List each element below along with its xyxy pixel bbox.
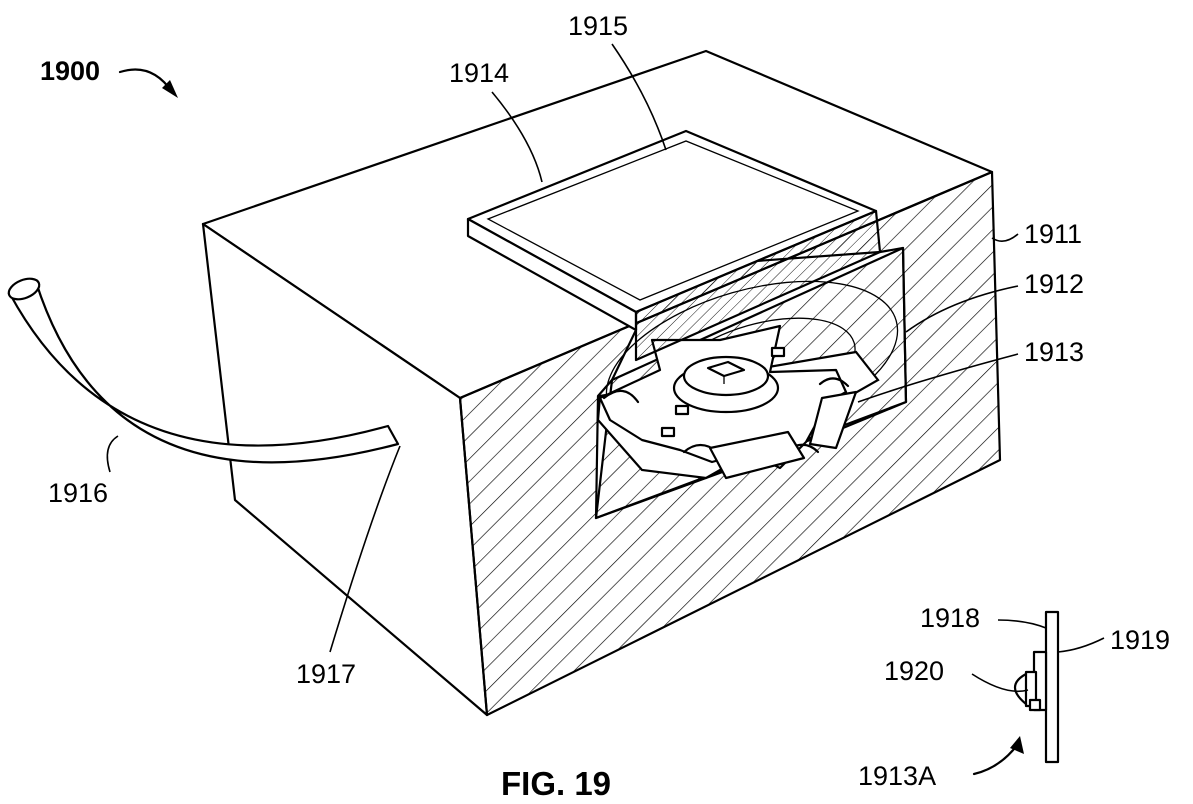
- fluid-tube: [7, 277, 400, 464]
- leader-1916: [106, 435, 119, 473]
- label-1920: 1920: [884, 656, 944, 686]
- led-star-board: [598, 324, 858, 480]
- label-1912: 1912: [1024, 269, 1084, 299]
- led-board-notch-left: [602, 389, 640, 404]
- label-1916: 1916: [48, 478, 108, 508]
- leader-lines: [106, 43, 1105, 776]
- window-inner-recess: [486, 140, 860, 301]
- tube-end: [7, 277, 41, 301]
- label-1915: 1915: [568, 11, 628, 41]
- side-view-lens: [1013, 672, 1028, 706]
- label-1919: 1919: [1110, 625, 1170, 655]
- led-pad-b: [808, 390, 858, 450]
- arrow-1900-head: [162, 80, 178, 98]
- reference-labels: 1900 1914 1915 1911 1912 1913 1916 1917 …: [40, 11, 1170, 802]
- tube-body: [8, 280, 400, 464]
- leader-1920: [971, 673, 1029, 693]
- label-1911: 1911: [1024, 219, 1082, 249]
- led-solder-1: [674, 404, 690, 416]
- leader-1913: [857, 353, 1019, 403]
- leader-1919: [1057, 637, 1105, 653]
- leader-1915: [611, 43, 667, 151]
- label-1914: 1914: [449, 58, 509, 88]
- figure-caption: FIG. 19: [501, 765, 611, 802]
- led-die: [706, 360, 746, 378]
- led-pad-a: [708, 430, 806, 480]
- led-board-side-view: [1013, 610, 1060, 764]
- led-board-notch-right: [818, 377, 850, 388]
- side-view-contact: [1028, 698, 1042, 712]
- label-1900: 1900: [40, 56, 100, 86]
- window-cover: [466, 129, 882, 362]
- led-solder-2: [660, 426, 676, 438]
- label-1913a: 1913A: [858, 761, 936, 791]
- leader-1917: [329, 445, 401, 653]
- led-solder-3: [770, 346, 786, 358]
- label-1918: 1918: [920, 603, 980, 633]
- leader-1918: [997, 619, 1047, 629]
- leader-1911: [991, 233, 1019, 242]
- window-front-edge: [634, 209, 882, 362]
- label-1917: 1917: [296, 659, 356, 689]
- leader-1914: [491, 91, 543, 183]
- label-1913: 1913: [1024, 337, 1084, 367]
- arrow-1913a-head: [1010, 736, 1024, 754]
- leader-1912: [905, 285, 1019, 333]
- side-view-board: [1044, 610, 1060, 764]
